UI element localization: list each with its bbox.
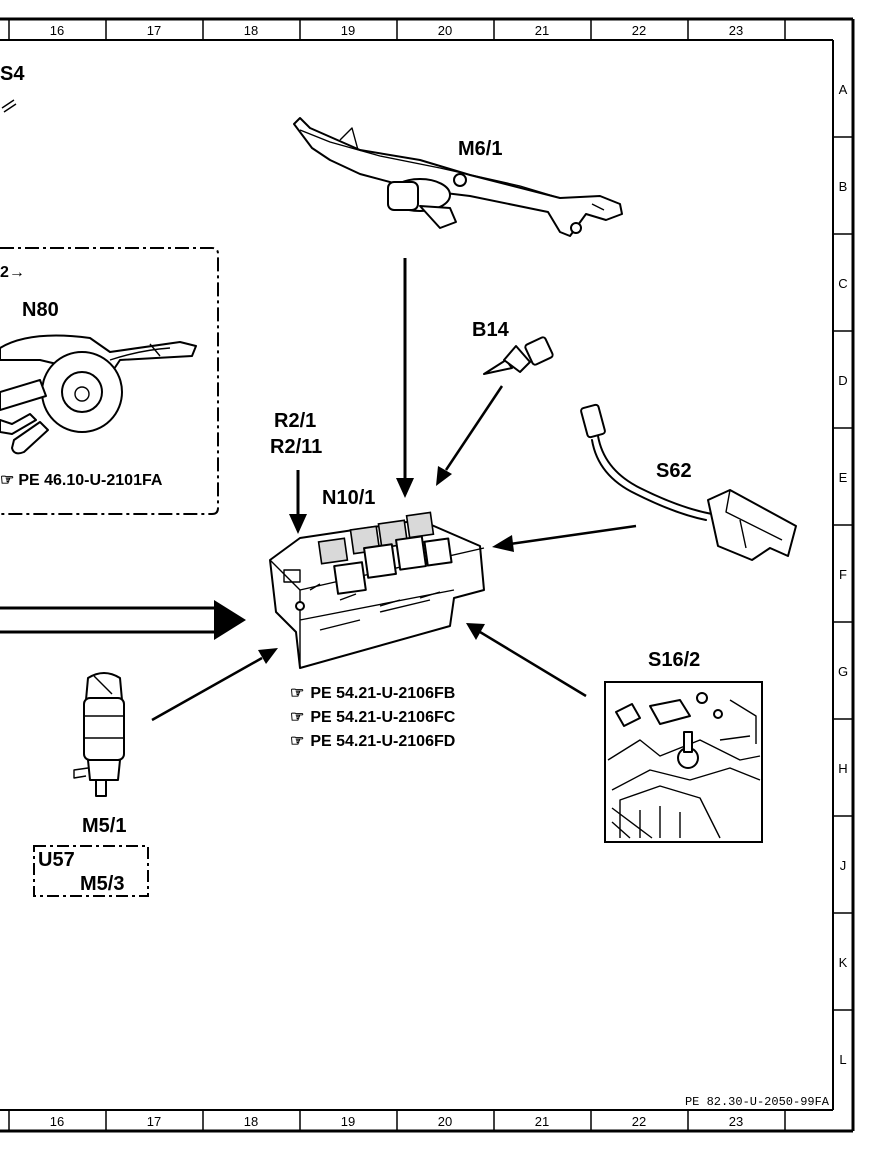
n80-doc-number: PE 46.10-U-2101FA — [18, 472, 163, 489]
col-label-bottom: 17 — [147, 1114, 161, 1129]
pointing-hand-icon: ☞ — [290, 709, 304, 726]
n10-doc-ref: ☞ PE 54.21-U-2106FB — [290, 685, 455, 702]
col-label-bottom: 18 — [244, 1114, 258, 1129]
row-label: K — [839, 955, 848, 970]
fuse-relay-box-icon — [269, 511, 485, 669]
row-label: L — [839, 1052, 846, 1067]
row-label: H — [838, 761, 847, 776]
col-label-top: 18 — [244, 23, 258, 38]
row-label: B — [839, 179, 848, 194]
s64-label: S4 — [0, 63, 25, 85]
s64-fragment-icon — [1, 99, 17, 113]
col-label-top: 23 — [729, 23, 743, 38]
column-ruler-bottom: 16 17 18 19 20 21 22 23 — [8, 1110, 786, 1131]
col-label-top: 17 — [147, 23, 161, 38]
col-label-bottom: 21 — [535, 1114, 549, 1129]
n10-doc-ref: ☞ PE 54.21-U-2106FD — [290, 733, 455, 750]
n10-doc-number: PE 54.21-U-2106FC — [310, 709, 455, 726]
s62-switch-icon — [580, 403, 797, 561]
document-code: PE 82.30-U-2050-99FA — [685, 1095, 830, 1109]
col-label-bottom: 19 — [341, 1114, 355, 1129]
col-label-bottom: 16 — [50, 1114, 64, 1129]
row-label: G — [838, 664, 848, 679]
u57-frame — [33, 845, 149, 897]
row-label: E — [839, 470, 848, 485]
column-ruler-top: 16 17 18 19 20 21 22 23 — [8, 19, 786, 40]
temperature-sensor-icon — [483, 336, 554, 375]
m5-3-label: M5/3 — [80, 873, 124, 895]
n10-doc-number: PE 54.21-U-2106FD — [310, 733, 455, 750]
pointing-hand-icon: ☞ — [0, 472, 14, 489]
steering-column-switch-icon — [0, 334, 197, 455]
col-label-bottom: 22 — [632, 1114, 646, 1129]
r2-1-label: R2/1 — [274, 410, 316, 432]
n80-label: N80 — [22, 299, 59, 321]
col-label-top: 20 — [438, 23, 452, 38]
n80-ref-label: 2→ — [0, 264, 25, 281]
col-label-bottom: 23 — [729, 1114, 743, 1129]
row-label: A — [839, 82, 848, 97]
pointer-arrows — [151, 258, 637, 722]
m5-1-label: M5/1 — [82, 815, 126, 837]
col-label-top: 19 — [341, 23, 355, 38]
row-ruler-right: A B C D E F G H J K L — [833, 82, 853, 1067]
r2-11-label: R2/11 — [270, 436, 322, 458]
n10-doc-number: PE 54.21-U-2106FB — [310, 685, 455, 702]
b14-label: B14 — [472, 319, 510, 341]
s16-2-label: S16/2 — [648, 649, 700, 671]
big-arrow-icon — [0, 600, 246, 640]
row-label: J — [840, 858, 847, 873]
pointing-hand-icon: ☞ — [290, 685, 304, 702]
n10-doc-ref: ☞ PE 54.21-U-2106FC — [290, 709, 456, 726]
s16-2-detail-box — [604, 681, 763, 843]
col-label-bottom: 20 — [438, 1114, 452, 1129]
m6-1-label: M6/1 — [458, 138, 502, 160]
washer-pump-icon — [73, 672, 125, 797]
wiper-linkage-icon — [293, 117, 623, 237]
col-label-top: 16 — [50, 23, 64, 38]
n10-1-label: N10/1 — [322, 487, 375, 509]
s62-label: S62 — [656, 460, 692, 482]
row-label: D — [838, 373, 847, 388]
row-label: F — [839, 567, 847, 582]
u57-label: U57 — [38, 849, 75, 871]
col-label-top: 21 — [535, 23, 549, 38]
n80-doc-ref: ☞PE 46.10-U-2101FA — [0, 472, 163, 489]
n80-frame — [0, 247, 219, 515]
sheet-frame — [0, 17, 855, 1133]
col-label-top: 22 — [632, 23, 646, 38]
row-label: C — [838, 276, 847, 291]
pointing-hand-icon: ☞ — [290, 733, 304, 750]
